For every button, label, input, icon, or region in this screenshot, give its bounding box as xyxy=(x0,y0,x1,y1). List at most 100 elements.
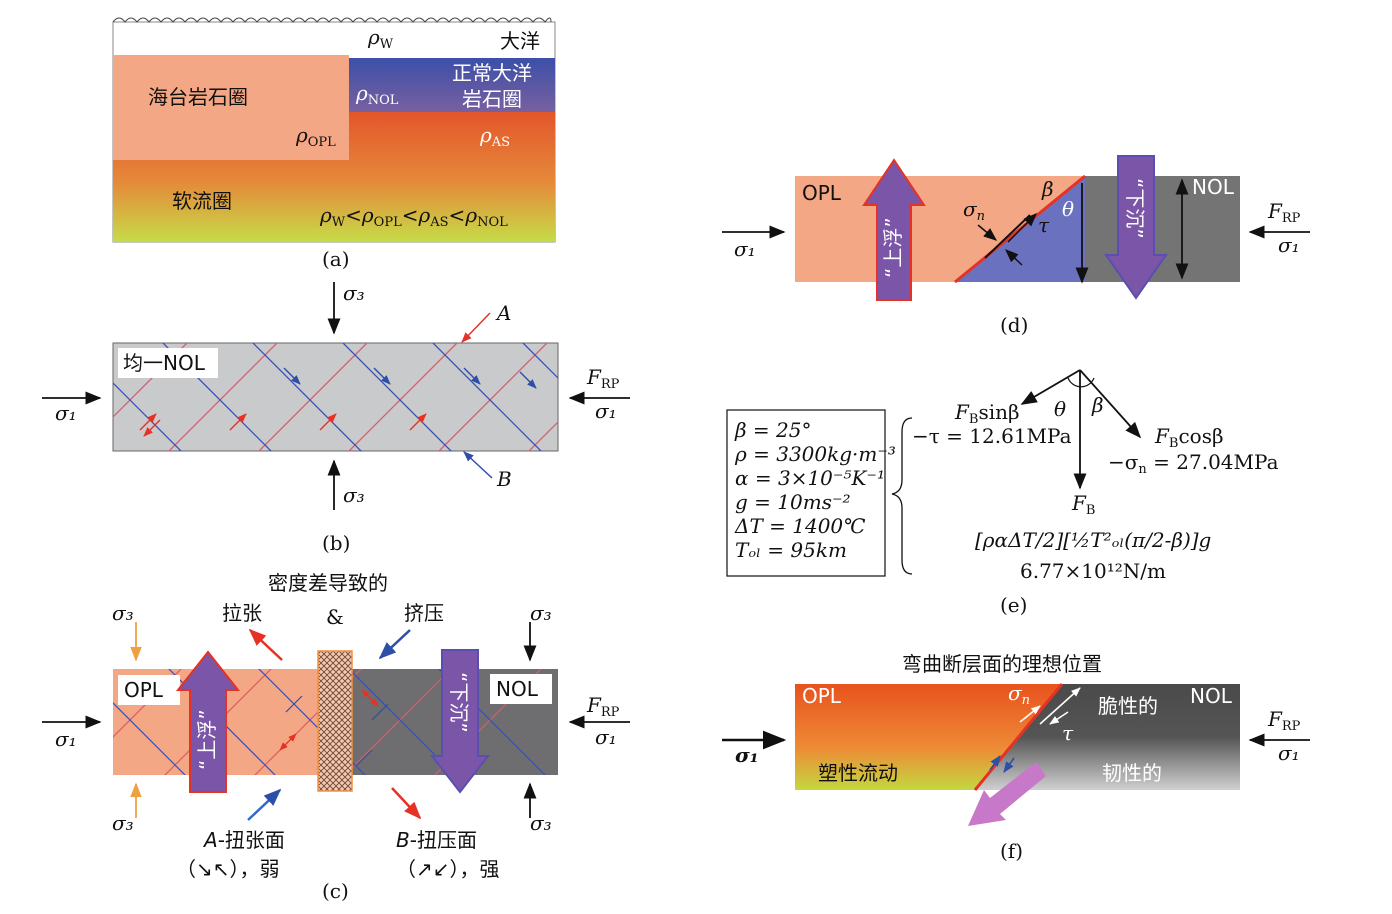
tau-label-d: τ xyxy=(1038,213,1050,237)
panel-e: β = 25° ρ = 3300kg·m⁻³ α = 3×10⁻⁵K⁻¹ g =… xyxy=(726,369,1279,617)
tau-label-f: τ xyxy=(1062,721,1074,745)
sigma3-top-label: σ₃ xyxy=(343,281,365,305)
panel-f: 弯曲断层面的理想位置 OPL NOL 脆性的 塑性流动 韧性的 σn τ σ₁ … xyxy=(722,652,1310,863)
slip-arrow-f-1 xyxy=(989,755,1001,771)
beta-label-e: β xyxy=(1091,393,1104,417)
angle-arc xyxy=(1067,377,1095,388)
shear-plane-tick xyxy=(984,214,1031,259)
ocean-surface-waves xyxy=(112,17,552,23)
param-t-ol: Tₒₗ = 95km xyxy=(735,538,847,562)
fb-cos-arrow xyxy=(1079,369,1142,439)
sigma-n-arrow-1 xyxy=(977,224,998,241)
label-density-driven: 密度差导致的 xyxy=(268,571,388,595)
note-plane-B: （↗↙），强 xyxy=(396,857,500,881)
compression-arrow xyxy=(378,629,411,660)
extension-arrow xyxy=(248,628,283,661)
rho-opl-symbol: ρOPL xyxy=(295,123,336,150)
rho-as-symbol: ρAS xyxy=(479,123,510,150)
sigma-n-label-f: σn xyxy=(1008,681,1030,708)
label-ductile: 韧性的 xyxy=(1102,761,1162,785)
nol-block-d xyxy=(1085,176,1240,282)
theta-label-e: θ xyxy=(1054,397,1066,421)
normal-ocean-lithosphere xyxy=(349,58,555,112)
frp-label-c: FRP xyxy=(586,693,620,720)
rho-nol-symbol: ρNOL xyxy=(355,81,399,108)
tau-arrow-f xyxy=(1039,687,1081,725)
panel-c: 密度差导致的 拉张 & 挤压 xyxy=(42,571,630,903)
label-homogeneous-nol: 均一NOL xyxy=(123,351,206,375)
uplift-label-c: “上浮” xyxy=(195,709,219,770)
label-opl-d: OPL xyxy=(802,181,842,205)
frp-label-d: FRP xyxy=(1267,199,1301,226)
label-normal-ocean-1: 正常大洋 xyxy=(452,61,532,85)
title-f: 弯曲断层面的理想位置 xyxy=(902,652,1102,676)
slab-pull-arrow-f xyxy=(968,762,1046,826)
opl-label-box-c xyxy=(118,675,180,705)
density-inequality: ρW<ρOPL<ρAS<ρNOL xyxy=(319,203,508,230)
sink-label-d: “下沉” xyxy=(1123,178,1147,239)
sigma3-label-c-tr: σ₃ xyxy=(530,601,552,625)
theta-label-d: θ xyxy=(1062,197,1074,221)
label-plane-B: B-扭压面 xyxy=(396,828,477,852)
label-plateau-lithosphere: 海台岩石圈 xyxy=(148,85,248,109)
caption-f: (f) xyxy=(1000,839,1023,863)
tau-value: −τ = 12.61MPa xyxy=(912,424,1072,448)
sink-label-c: “下沉” xyxy=(447,672,471,733)
sigma-n-arrow-f-2 xyxy=(1049,711,1069,725)
label-opl-f: OPL xyxy=(802,684,842,708)
caption-a: (a) xyxy=(322,247,350,271)
frp-label-f: FRP xyxy=(1267,707,1301,734)
caption-e: (e) xyxy=(1000,593,1027,617)
param-rho: ρ = 3300kg·m⁻³ xyxy=(734,442,896,466)
uplift-label-d: “上浮” xyxy=(881,217,905,278)
caption-d: (d) xyxy=(1000,313,1028,337)
fb-formula: [ραΔT/2][½T²ₒₗ(π/2-β)]g xyxy=(975,528,1211,552)
sigma-n-arrow-f-1 xyxy=(1019,705,1041,723)
fb-value: 6.77×10¹²N/m xyxy=(1020,559,1166,583)
param-beta: β = 25° xyxy=(734,418,811,442)
nol-label-box-c xyxy=(490,674,552,704)
curly-brace xyxy=(891,417,913,575)
label-B: B xyxy=(496,467,512,491)
label-plane-A: A-扭张面 xyxy=(202,828,285,852)
sigma-n-label-d: σn xyxy=(963,197,985,224)
fb-cos-label: FBcosβ xyxy=(1154,424,1224,451)
caption-b: (b) xyxy=(322,531,350,555)
parameter-box xyxy=(726,409,886,577)
density-boundary-zone xyxy=(317,650,353,792)
label-asthenosphere: 软流圈 xyxy=(172,189,232,213)
sigma1-right-label-c: σ₁ xyxy=(595,725,617,749)
sigma1-label-f: σ₁ xyxy=(735,743,759,767)
note-plane-A: （↘↖），弱 xyxy=(176,857,280,881)
label-plastic-flow: 塑性流动 xyxy=(818,761,898,785)
pointer-B xyxy=(463,451,493,479)
sigma3-label-c-bl: σ₃ xyxy=(112,811,134,835)
label-normal-ocean-2: 岩石圈 xyxy=(462,87,522,111)
pointer-A xyxy=(461,312,491,343)
uplift-arrow-d xyxy=(862,158,926,301)
sigma3-bottom-label: σ₃ xyxy=(343,483,365,507)
oceanic-plateau-lithosphere xyxy=(113,55,349,160)
sigma1-label-b: σ₁ xyxy=(55,401,77,425)
label-A: A xyxy=(495,301,511,325)
tau-arrow-d xyxy=(1007,213,1037,243)
rho-w-symbol: ρW xyxy=(367,25,394,52)
label-ampersand: & xyxy=(326,605,344,629)
sigma1-label-c: σ₁ xyxy=(55,727,77,751)
sigma-n-arrow-2 xyxy=(1005,249,1023,266)
sigma-n-value: −σn = 27.04MPa xyxy=(1108,450,1279,477)
red-slip-arrows xyxy=(139,413,427,437)
sigma1-right-label-f: σ₁ xyxy=(1278,741,1300,765)
pointer-plane-B xyxy=(391,787,422,820)
label-brittle: 脆性的 xyxy=(1098,694,1158,718)
sink-arrow-c xyxy=(429,649,491,794)
fault-plane-f xyxy=(973,683,1064,791)
homog-label-box xyxy=(118,348,218,378)
fb-sin-arrow xyxy=(1020,369,1081,405)
caption-c: (c) xyxy=(322,879,349,903)
blue-slip-arrows xyxy=(283,367,537,389)
fb-sin-label: FBsinβ xyxy=(954,400,1020,427)
label-nol-c: NOL xyxy=(496,677,539,701)
fault-grid-c xyxy=(113,669,546,775)
